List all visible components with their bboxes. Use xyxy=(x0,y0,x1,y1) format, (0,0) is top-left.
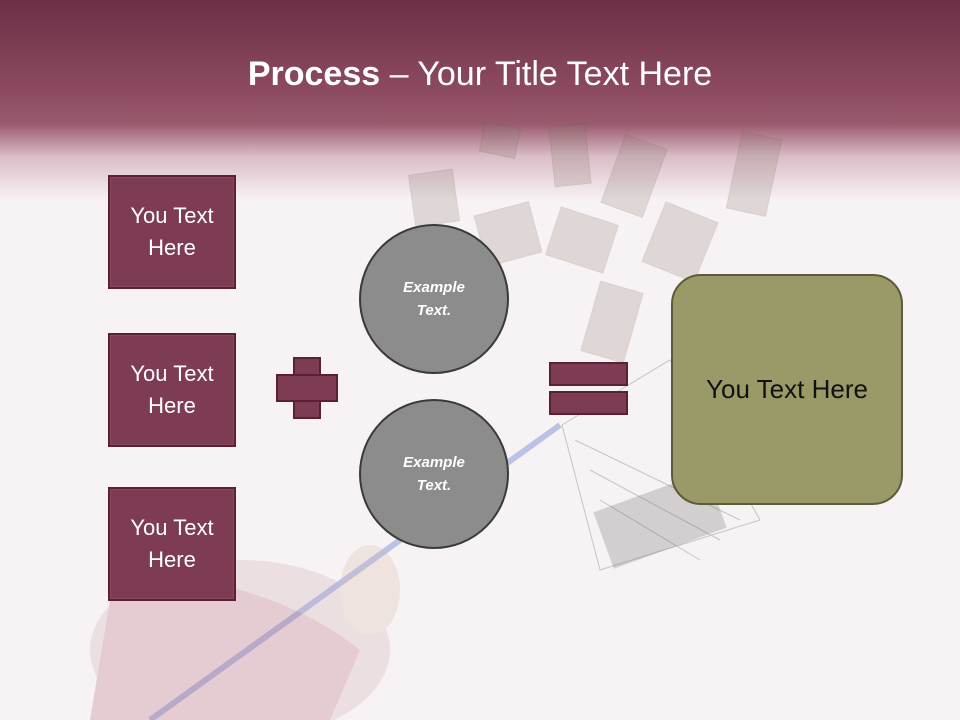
operand-label: Example Text. xyxy=(403,454,465,494)
operand-circle-2[interactable]: Example Text. xyxy=(359,399,509,549)
title-banner xyxy=(0,0,960,200)
result-label: You Text Here xyxy=(706,374,868,404)
operand-circle-1[interactable]: Example Text. xyxy=(359,224,509,374)
slide-title: Process – Your Title Text Here xyxy=(0,52,960,96)
title-rest: – Your Title Text Here xyxy=(380,55,713,93)
title-bold: Process xyxy=(247,55,381,93)
input-box-label: You Text Here xyxy=(130,515,214,572)
input-box-3[interactable]: You Text Here xyxy=(108,487,236,601)
input-box-2[interactable]: You Text Here xyxy=(108,333,236,447)
input-box-label: You Text Here xyxy=(130,361,214,418)
operand-label: Example Text. xyxy=(403,279,465,319)
input-box-1[interactable]: You Text Here xyxy=(108,175,236,289)
result-box[interactable]: You Text Here xyxy=(671,274,903,505)
input-box-label: You Text Here xyxy=(130,203,214,260)
